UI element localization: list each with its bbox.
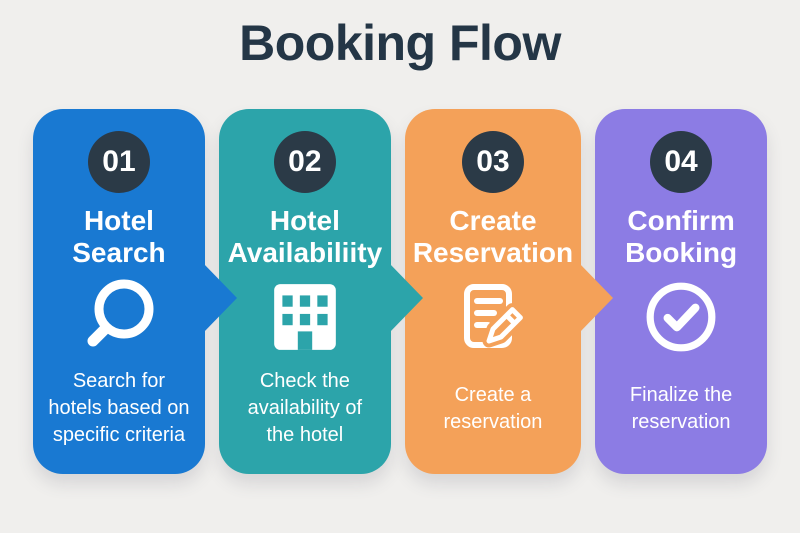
step-card-hotel-search: 01 Hotel Search Search for hotels based … <box>33 109 237 474</box>
step-number-badge: 01 <box>87 131 150 193</box>
document-pencil-icon <box>455 277 531 357</box>
booking-flow-steps: 01 Hotel Search Search for hotels based … <box>0 109 800 474</box>
arrow-right-icon <box>202 263 237 333</box>
search-icon <box>81 277 157 357</box>
building-icon <box>268 277 342 357</box>
page-title: Booking Flow <box>239 15 561 71</box>
step-title: Create Reservation <box>412 205 574 269</box>
arrow-right-icon <box>388 263 423 333</box>
step-number-badge: 02 <box>273 131 336 193</box>
step-number: 04 <box>664 145 698 178</box>
step-title: Hotel Search <box>72 205 166 269</box>
step-number-badge: 03 <box>461 131 524 193</box>
step-number: 02 <box>288 145 322 178</box>
check-circle-icon <box>644 277 718 357</box>
step-description: Search for hotels based on specific crit… <box>48 370 190 447</box>
step-card-confirm-booking: 04 Confirm Booking Finalize the reservat… <box>595 109 768 474</box>
step-card-hotel-availability: 02 Hotel Availabiliity Check the availab… <box>218 109 423 474</box>
step-description: Create a reservation <box>443 383 543 433</box>
step-description: Check the availability of the hotel <box>247 370 363 447</box>
step-number: 03 <box>476 145 510 178</box>
step-card-create-reservation: 03 Create Reservation Create a reservati… <box>404 109 614 474</box>
step-title: Confirm Booking <box>625 205 738 269</box>
step-description: Finalize the reservation <box>629 383 733 433</box>
step-number-badge: 04 <box>650 131 713 193</box>
step-title: Hotel Availabiliity <box>227 205 383 269</box>
arrow-right-icon <box>579 263 614 333</box>
step-number: 01 <box>102 145 136 178</box>
